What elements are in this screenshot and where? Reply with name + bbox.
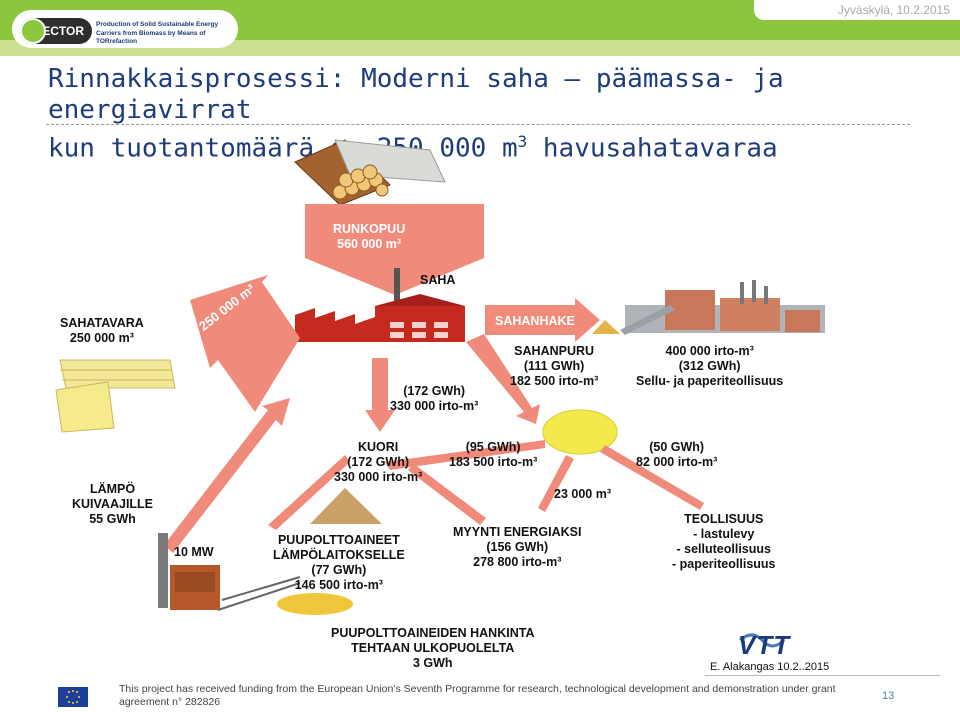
hankinta-label: PUUPOLTTOAINEIDEN HANKINTA TEHTAAN ULKOP…	[331, 626, 534, 671]
title-line-2-sup: 3	[517, 132, 528, 151]
arrow-to-myynti	[408, 464, 486, 525]
title-line-1: Rinnakkaisprosessi: Moderni saha – pääma…	[48, 64, 784, 125]
title-divider	[46, 124, 910, 125]
arrow-sahatavara	[190, 275, 300, 412]
eu-stars-icon	[66, 690, 80, 704]
saha-factory-icon	[295, 268, 465, 342]
vtt-swoosh-icon	[739, 633, 786, 648]
arrow-sahanhake	[485, 298, 600, 342]
boiler-plant-icon	[158, 533, 301, 611]
flow95-volume: 183 500 irto-m³	[449, 455, 538, 469]
saha-label: SAHA	[420, 273, 456, 287]
puupolttoaineet-title: PUUPOLTTOAINEET	[277, 533, 400, 547]
flow50-volume: 82 000 irto-m³	[636, 455, 718, 469]
kuori-flow-volume: 330 000 irto-m³	[390, 399, 479, 413]
page-number: 13	[882, 690, 895, 702]
myynti-energy: (156 GWh)	[486, 540, 549, 554]
flow50-energy: (50 GWh)	[649, 440, 705, 454]
sahanpuru-volume: 182 500 irto-m³	[510, 374, 599, 388]
sahatavara-value: 250 000 m³	[69, 331, 134, 345]
lampo-label: LÄMPÖ KUIVAAJILLE 55 GWh	[72, 482, 153, 527]
sahanpuru-title: SAHANPURU	[514, 344, 595, 358]
runkopuu-label: RUNKOPUU 560 000 m³	[333, 222, 405, 252]
lampo-title: LÄMPÖ	[89, 482, 136, 496]
sellu-destination: Sellu- ja paperiteollisuus	[636, 374, 784, 388]
arrow-lampo	[164, 398, 290, 553]
title-line-2-pre: kun tuotantomäärä on 250 000 m	[48, 133, 518, 164]
mw-label: 10 MW	[174, 545, 214, 559]
bark-pile-icon	[310, 488, 382, 524]
header-date: Jyväskylä, 10.2.2015	[754, 0, 960, 20]
teollisuus-title: TEOLLISUUS	[684, 512, 764, 526]
chips-pile-icon	[277, 593, 353, 615]
puupolttoaineet-volume: 146 500 irto-m³	[294, 578, 383, 592]
runkopuu-title: RUNKOPUU	[333, 222, 406, 236]
lampo-subtitle: KUIVAAJILLE	[72, 497, 154, 511]
title-line-2-post: havusahatavaraa	[527, 133, 778, 164]
sahanpuru-label: SAHANPURU (111 GWh) 182 500 irto-m³	[510, 344, 598, 389]
kuori-flow-label: (172 GWh) 330 000 irto-m³	[390, 384, 478, 414]
sector-logo-icon	[20, 18, 46, 44]
logo-tagline: Production of Solid Sustainable Energy C…	[96, 21, 219, 45]
sahatavara-label: SAHATAVARA 250 000 m³	[60, 316, 144, 346]
puupolttoaineet-energy: (77 GWh)	[311, 563, 367, 577]
funding-notice: This project has received funding from t…	[119, 683, 836, 708]
kuori-flow-energy: (172 GWh)	[403, 384, 466, 398]
kuori-title: KUORI	[357, 440, 399, 454]
arrow-flow23	[538, 455, 574, 512]
hankinta-title: PUUPOLTTOAINEIDEN HANKINTA	[331, 626, 535, 640]
hankinta-subtitle: TEHTAAN ULKOPUOLELTA	[351, 641, 515, 655]
sawdust-pile-icon	[542, 409, 618, 455]
sellu-volume: 400 000 irto-m³	[665, 344, 754, 358]
sellu-label: 400 000 irto-m³ (312 GWh) Sellu- ja pape…	[636, 344, 783, 389]
flow50-label: (50 GWh) 82 000 irto-m³	[636, 440, 717, 470]
runkopuu-value: 560 000 m³	[337, 237, 402, 251]
slide-title: Rinnakkaisprosessi: Moderni saha – pääma…	[48, 64, 928, 165]
myynti-label: MYYNTI ENERGIAKSI (156 GWh) 278 800 irto…	[453, 525, 582, 570]
teollisuus-item-2: - selluteollisuus	[676, 542, 771, 556]
sahanpuru-energy: (111 GWh)	[523, 359, 585, 373]
sahanhake-label: SAHANHAKE	[495, 314, 575, 328]
title-line-2: kun tuotantomäärä on 250 000 m3 havusaha…	[48, 126, 928, 165]
credit-label: E. Alakangas 10.2..2015	[710, 661, 830, 673]
teollisuus-label: TEOLLISUUS - lastulevy - selluteollisuus…	[672, 512, 776, 572]
vtt-logo: VTT	[738, 630, 791, 660]
flow23-label: 23 000 m³	[554, 487, 611, 501]
myynti-title: MYYNTI ENERGIAKSI	[453, 525, 582, 539]
sahatavara-title: SAHATAVARA	[60, 316, 144, 330]
kuori-label: KUORI (172 GWh) 330 000 irto-m³	[334, 440, 422, 485]
arrow-to-kuori	[385, 440, 545, 470]
kuori-energy: (172 GWh)	[347, 455, 410, 469]
woodchip-pile-icon	[592, 320, 620, 334]
myynti-volume: 278 800 irto-m³	[473, 555, 562, 569]
top-banner-accent	[0, 40, 960, 56]
sawn-timber-stacks-icon	[55, 359, 176, 433]
arrow-kuori	[365, 358, 395, 432]
arrow-teollisuus	[600, 445, 704, 510]
teollisuus-item-3: - paperiteollisuus	[672, 557, 776, 571]
eu-flag-icon	[58, 687, 88, 707]
flow95-label: (95 GWh) 183 500 irto-m³	[449, 440, 537, 470]
pulp-mill-icon	[620, 280, 825, 335]
hankinta-energy: 3 GWh	[412, 656, 453, 670]
puupolttoaineet-label: PUUPOLTTOAINEET LÄMPÖLAITOKSELLE (77 GWh…	[273, 533, 405, 593]
logs-illustration	[294, 139, 446, 206]
puupolttoaineet-subtitle: LÄMPÖLAITOKSELLE	[273, 548, 405, 562]
arrow-sahanpuru	[466, 334, 540, 424]
runkopuu-box	[305, 204, 484, 295]
arrow-to-puupolttoaineet	[268, 455, 350, 530]
teollisuus-item-1: - lastulevy	[693, 527, 755, 541]
sellu-energy: (312 GWh)	[678, 359, 741, 373]
lampo-energy: 55 GWh	[89, 512, 136, 526]
footer-divider	[705, 675, 940, 676]
kuori-volume: 330 000 irto-m³	[334, 470, 423, 484]
flow95-energy: (95 GWh)	[465, 440, 521, 454]
